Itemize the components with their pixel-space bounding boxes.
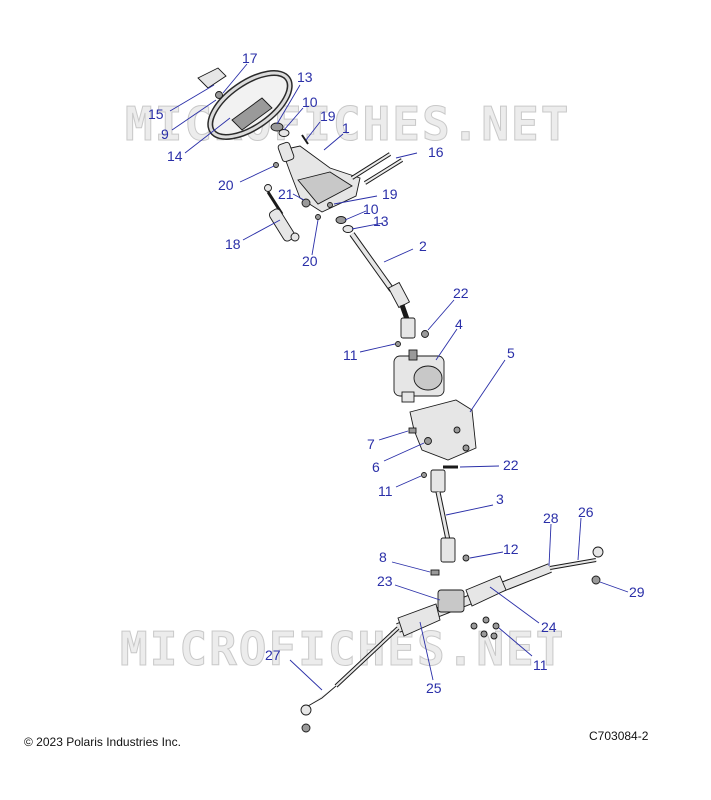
gas-strut: [264, 184, 300, 242]
callout-11-middle: 11: [378, 483, 393, 499]
callout-16: 16: [428, 144, 444, 160]
bolt-7: [408, 427, 417, 434]
callout-labels: 17 15 9 13 10 19 1 14 16 20 21 19 10 13 …: [148, 50, 645, 696]
callout-19-bottom: 19: [382, 186, 398, 202]
callout-14: 14: [167, 148, 183, 164]
tie-rod-left: [300, 626, 400, 733]
eps-mount-bracket: [409, 399, 477, 461]
callout-1: 1: [342, 120, 350, 136]
callout-9: 9: [161, 126, 169, 142]
callout-7: 7: [367, 436, 375, 452]
wheel-cover: [197, 67, 227, 99]
steering-column-bracket: [277, 141, 361, 213]
callout-24: 24: [541, 619, 557, 635]
callout-22-top: 22: [453, 285, 469, 301]
bolt-22-upper: [421, 330, 429, 338]
callout-26: 26: [578, 504, 594, 520]
callout-12: 12: [503, 541, 519, 557]
callout-19-top: 19: [320, 108, 336, 124]
tie-rod-right: [549, 546, 604, 570]
callout-10-top: 10: [302, 94, 318, 110]
callout-11-lower: 11: [533, 657, 548, 673]
washer-10-lower: [335, 216, 347, 224]
screw-19-bottom: [327, 202, 333, 208]
lower-shaft: [430, 469, 456, 563]
screw-top: [301, 134, 309, 145]
nut-21: [301, 198, 311, 208]
watermark-bottom: MICROFICHES.NET: [120, 622, 565, 676]
callout-11-upper: 11: [343, 347, 358, 363]
nut-29: [591, 575, 601, 585]
callout-8: 8: [379, 549, 387, 565]
callout-20-top: 20: [218, 177, 234, 193]
leader-lines: [169, 63, 629, 691]
nut-12: [462, 554, 470, 562]
nut-11-upper: [395, 341, 401, 347]
callout-21: 21: [278, 186, 294, 202]
callout-28: 28: [543, 510, 559, 526]
callout-13-top: 13: [297, 69, 313, 85]
power-steering-unit: [393, 349, 445, 403]
callout-23: 23: [377, 573, 393, 589]
callout-22-lower: 22: [503, 457, 519, 473]
column-bolts: [350, 152, 404, 185]
callout-18: 18: [225, 236, 241, 252]
wheel-nut-washer: [270, 122, 290, 137]
callout-27: 27: [265, 647, 281, 663]
callout-13-bottom: 13: [373, 213, 389, 229]
washer-6: [424, 437, 432, 445]
callout-20-bottom: 20: [302, 253, 318, 269]
callout-15: 15: [148, 106, 164, 122]
nut-20-top: [273, 162, 279, 168]
callout-29: 29: [629, 584, 645, 600]
nut-11-middle: [421, 472, 427, 478]
intermediate-shaft: [349, 232, 416, 339]
nut-13-lower: [342, 225, 354, 233]
steering-rack: [396, 563, 552, 637]
nuts-11-lower: [470, 616, 500, 640]
bolt-8: [430, 569, 440, 576]
copyright-notice: © 2023 Polaris Industries Inc.: [24, 735, 181, 749]
callout-4: 4: [455, 316, 463, 332]
callout-17: 17: [242, 50, 258, 66]
callout-5: 5: [507, 345, 515, 361]
callout-3: 3: [496, 491, 504, 507]
callout-10-bottom: 10: [363, 201, 379, 217]
nut-20-bottom: [315, 214, 321, 220]
callout-25: 25: [426, 680, 442, 696]
drawing-number: C703084-2: [589, 729, 649, 743]
callout-2: 2: [419, 238, 427, 254]
callout-6: 6: [372, 459, 380, 475]
